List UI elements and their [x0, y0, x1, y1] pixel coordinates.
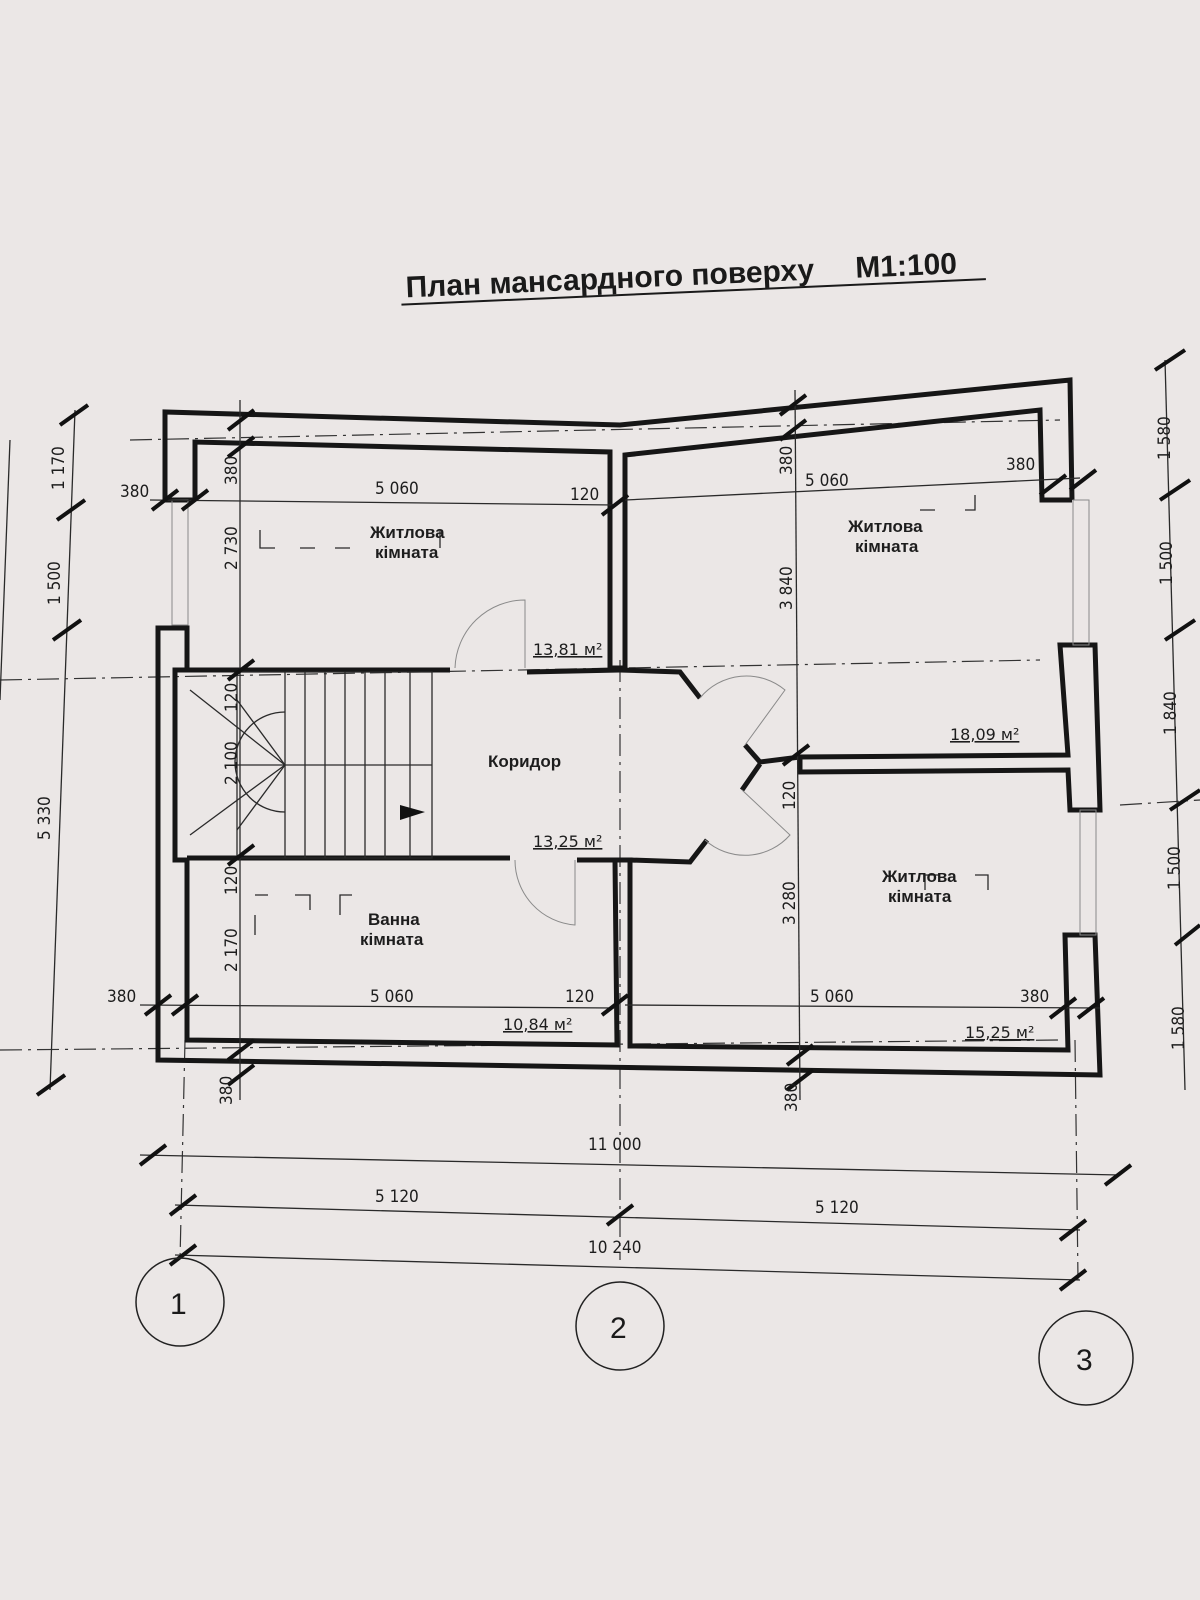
title-text: План мансардного поверху	[405, 254, 815, 305]
doors	[454, 599, 791, 926]
room-living-bottom-right-area: 15,25 м²	[965, 1023, 1034, 1042]
dim-bottom-right-wall: 380	[1020, 987, 1049, 1007]
room-living-bottom-right-name: Житлова	[881, 867, 957, 886]
dim-bottom-left-wall: 380	[107, 987, 136, 1007]
dim-right-1580-bottom: 1 580	[1169, 1006, 1189, 1050]
dim-overall: 11 000	[588, 1135, 642, 1155]
dimension-labels: 380 380 5 060 120 2 730 380 5 060 380 3 …	[35, 416, 1189, 1258]
axis-label-2: 2	[610, 1312, 627, 1345]
dimension-lines	[0, 359, 1186, 1281]
dim-axis-1-3: 10 240	[588, 1238, 642, 1258]
axis-marker-3	[1038, 1310, 1134, 1406]
room-living-top-left-name2: кімната	[375, 543, 439, 562]
staircase	[189, 671, 433, 859]
room-corridor-name: Коридор	[488, 752, 561, 771]
axis-label-1: 1	[170, 1288, 187, 1321]
room-bathroom-name2: кімната	[360, 930, 424, 949]
room-bathroom-area: 10,84 м²	[503, 1015, 572, 1034]
dim-bottom-left-partition: 120	[565, 987, 594, 1007]
dim-axis-1-2: 5 120	[375, 1187, 419, 1207]
room-living-top-left-area: 13,81 м²	[533, 640, 602, 659]
dim-top-left-wall: 380	[120, 482, 149, 502]
title-underline	[401, 278, 986, 306]
dim-top-right-width: 5 060	[805, 471, 849, 491]
room-living-top-left-name: Житлова	[369, 523, 445, 542]
room-labels: Житлова кімната 13,81 м² Житлова кімната…	[360, 517, 1034, 1042]
room-living-bottom-right-name2: кімната	[888, 887, 952, 906]
dim-right-1500-top: 1 500	[1157, 541, 1177, 585]
dim-top-left-width: 5 060	[375, 479, 419, 499]
dim-right-1840: 1 840	[1161, 691, 1181, 735]
dimension-ticks	[35, 348, 1200, 1292]
room-living-top-right-area: 18,09 м²	[950, 725, 1019, 744]
dim-right-1500-bottom: 1 500	[1165, 846, 1185, 890]
axis-markers: 1 2 3	[135, 1257, 1134, 1406]
dim-left-1170: 1 170	[49, 446, 69, 490]
dim-top-right-wall-v: 380	[777, 446, 797, 475]
stair-direction-arrow-icon	[400, 805, 425, 820]
dim-top-right-depth: 3 840	[777, 566, 797, 610]
dim-left-1500: 1 500	[45, 561, 65, 605]
dim-top-left-wall-v: 380	[222, 456, 242, 485]
dim-stair-2100: 2 100	[222, 741, 242, 785]
title-scale: М1:100	[855, 247, 958, 284]
plan-title: План мансардного поверху М1:100	[401, 247, 986, 306]
furniture-marks	[254, 495, 989, 935]
dim-left-5330: 5 330	[35, 796, 55, 840]
dim-bottom-right-width: 5 060	[810, 987, 854, 1007]
dim-top-left-partition: 120	[570, 485, 599, 505]
axis-label-3: 3	[1076, 1344, 1093, 1377]
room-bathroom-name: Ванна	[368, 910, 420, 929]
axis-marker-2	[575, 1281, 665, 1371]
dim-bath-depth: 2 170	[222, 928, 242, 972]
dim-bottom-wall-left-v: 380	[217, 1076, 237, 1105]
dim-right-1580-top: 1 580	[1155, 416, 1175, 460]
dim-stair-120-top: 120	[222, 683, 242, 712]
room-living-top-right-name2: кімната	[855, 537, 919, 556]
dim-axis-2-3: 5 120	[815, 1198, 859, 1218]
dim-top-left-depth: 2 730	[222, 526, 242, 570]
dim-stair-120-bottom: 120	[222, 866, 242, 895]
axis-marker-1	[135, 1257, 225, 1347]
dim-right-partition-120: 120	[780, 781, 800, 810]
dim-top-right-wall: 380	[1006, 455, 1035, 475]
room-corridor-area: 13,25 м²	[533, 832, 602, 851]
dim-bottom-right-depth: 3 280	[780, 881, 800, 925]
room-living-top-right-name: Житлова	[847, 517, 923, 536]
dim-bottom-wall-right-v: 380	[782, 1083, 802, 1112]
dim-bottom-left-width: 5 060	[370, 987, 414, 1007]
axis-lines	[0, 419, 1200, 1281]
